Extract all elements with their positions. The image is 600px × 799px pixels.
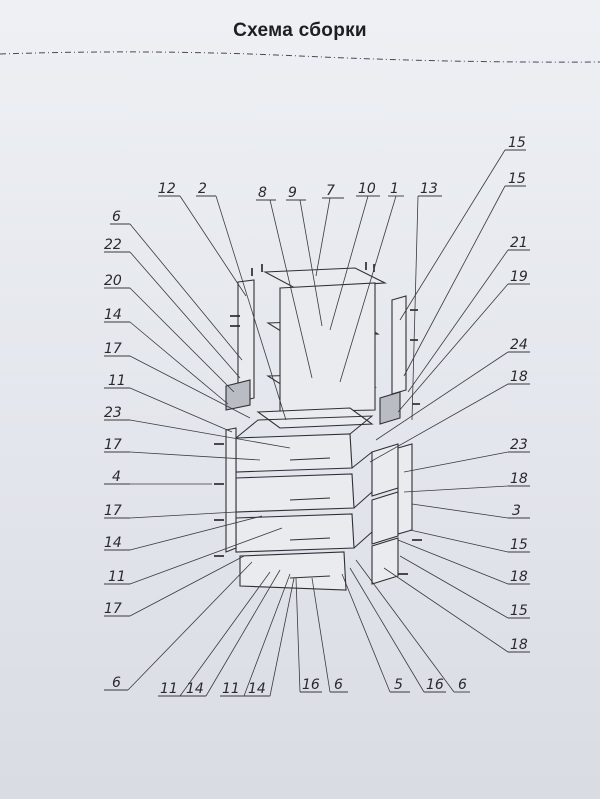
page-title: Схема сборки — [233, 20, 367, 41]
callout-label: 14 — [248, 681, 266, 697]
callout-label: 18 — [510, 637, 528, 653]
callout-label: 7 — [326, 183, 335, 199]
callout-label: 11 — [108, 373, 126, 389]
callout-label: 17 — [104, 601, 122, 617]
callout-label: 14 — [104, 535, 122, 551]
drawer-side-panel — [371, 491, 399, 545]
callout-label: 6 — [458, 677, 467, 693]
callout-label: 4 — [112, 469, 121, 485]
callout-label: 12 — [158, 181, 176, 197]
callout-label: 17 — [104, 437, 122, 453]
leader-lines — [104, 149, 530, 697]
callout-label: 11 — [108, 569, 126, 585]
drawer-front — [235, 433, 353, 473]
callout-label: 6 — [334, 677, 343, 693]
callout-label: 14 — [104, 307, 122, 323]
callout-label: 6 — [112, 209, 121, 225]
callout-label: 1 — [390, 181, 399, 197]
callout-label: 3 — [512, 503, 521, 519]
callout-label: 18 — [510, 569, 528, 585]
callout-labels: 15 12 2 8 9 7 10 1 13 15 6 22 21 20 19 1… — [104, 135, 528, 697]
callout-label: 24 — [510, 337, 528, 353]
callout-label: 14 — [186, 681, 204, 697]
callout-label: 16 — [426, 677, 444, 693]
callout-label: 21 — [510, 235, 528, 251]
callout-label: 19 — [510, 269, 528, 285]
callout-label: 8 — [258, 185, 267, 201]
left-side-wall — [237, 279, 255, 403]
callout-label: 23 — [104, 405, 122, 421]
furniture-parts — [214, 262, 422, 591]
left-plinth — [225, 379, 251, 411]
callout-label: 6 — [112, 675, 121, 691]
callout-label: 2 — [198, 181, 207, 197]
callout-label: 18 — [510, 369, 528, 385]
drawer-side-left — [225, 427, 237, 553]
drawer-stack — [235, 415, 374, 591]
callout-label: 15 — [510, 603, 528, 619]
callout-label: 10 — [358, 181, 376, 197]
drawer-front — [239, 551, 347, 591]
callout-label: 13 — [420, 181, 438, 197]
callout-label: 11 — [160, 681, 178, 697]
drawer-front — [235, 513, 355, 553]
callout-label: 22 — [104, 237, 122, 253]
callout-label: 11 — [222, 681, 240, 697]
callout-label: 9 — [288, 185, 297, 201]
callout-label: 18 — [510, 471, 528, 487]
callout-label: 15 — [508, 171, 526, 187]
top-panel — [262, 267, 388, 289]
drawer-front — [235, 473, 355, 513]
callout-label: 16 — [302, 677, 320, 693]
outer-side-panel — [397, 443, 413, 535]
drawer-side-panel — [371, 537, 399, 585]
callout-label: 23 — [510, 437, 528, 453]
callout-label: 15 — [510, 537, 528, 553]
callout-label: 20 — [104, 273, 122, 289]
callout-label: 17 — [104, 341, 122, 357]
callout-label: 5 — [394, 677, 403, 693]
callout-label: 17 — [104, 503, 122, 519]
back-wall — [279, 282, 376, 413]
right-side-wall — [391, 295, 407, 395]
right-plinth — [379, 391, 401, 425]
callout-label: 15 — [508, 135, 526, 151]
drawer-side-panel — [371, 443, 399, 497]
